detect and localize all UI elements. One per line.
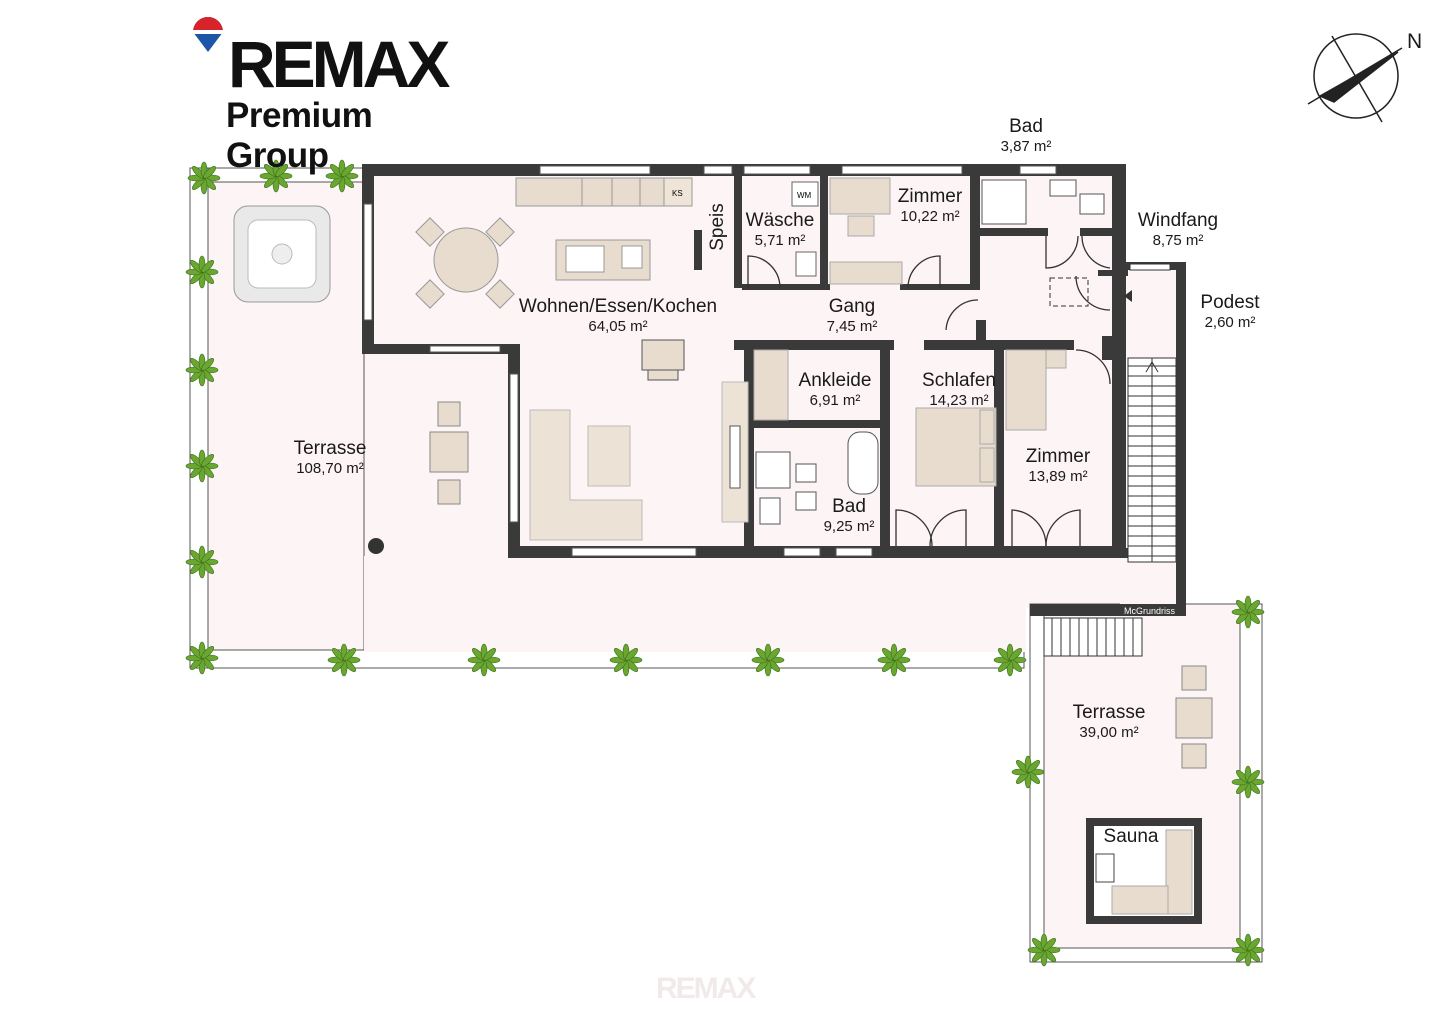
wardrobe <box>753 349 789 421</box>
plant-icon <box>187 161 221 195</box>
plant-icon <box>185 255 219 289</box>
plant-icon <box>993 643 1027 677</box>
watermark: REMAX <box>656 972 756 1005</box>
sauna-cabin <box>1086 818 1202 924</box>
fridge-label: KS <box>672 189 683 198</box>
terrace-table-large <box>429 401 469 505</box>
wardrobe-outline <box>1049 277 1089 307</box>
plant-icon <box>185 449 219 483</box>
plant-icon <box>259 159 293 193</box>
single-bed <box>1005 349 1067 431</box>
room-furniture <box>829 177 903 285</box>
plant-icon <box>1231 933 1265 967</box>
bath-top-fixtures <box>981 179 1105 225</box>
room-label-speis: Speis <box>707 203 728 251</box>
remax-logo: REMAX <box>228 27 450 101</box>
plant-icon <box>609 643 643 677</box>
plan-credit: McGrundriss <box>1124 606 1176 616</box>
post-marker <box>368 538 384 554</box>
brand-subtitle: Premium Group <box>226 96 373 175</box>
washer-label: WM <box>797 191 812 200</box>
terrace-table-small <box>1175 665 1213 769</box>
plant-icon <box>185 353 219 387</box>
bath-bottom-fixtures <box>755 431 879 525</box>
doors <box>747 235 1111 547</box>
plant-icon <box>185 545 219 579</box>
plants <box>185 159 1265 967</box>
plant-icon <box>877 643 911 677</box>
compass-icon <box>1307 33 1403 123</box>
windows <box>363 165 1057 557</box>
staircase <box>1043 263 1177 657</box>
plant-icon <box>325 159 359 193</box>
plant-icon <box>1027 933 1061 967</box>
hot-tub <box>233 205 331 303</box>
plant-icon <box>751 643 785 677</box>
dining-table <box>415 217 515 309</box>
remax-balloon-icon <box>193 17 223 52</box>
kitchen-counter <box>515 177 693 281</box>
stove-unit <box>641 339 685 381</box>
plant-icon <box>1011 755 1045 789</box>
plant-icon <box>185 641 219 675</box>
sofa <box>529 381 749 541</box>
washing-machine <box>791 181 819 277</box>
entrance-arrow-icon <box>1124 290 1132 302</box>
plant-icon <box>327 643 361 677</box>
plant-icon <box>1231 595 1265 629</box>
plant-icon <box>467 643 501 677</box>
room-label-sauna: Sauna <box>1103 826 1159 847</box>
double-bed <box>915 407 997 487</box>
compass-north-label: N <box>1407 30 1423 53</box>
plant-icon <box>1231 765 1265 799</box>
